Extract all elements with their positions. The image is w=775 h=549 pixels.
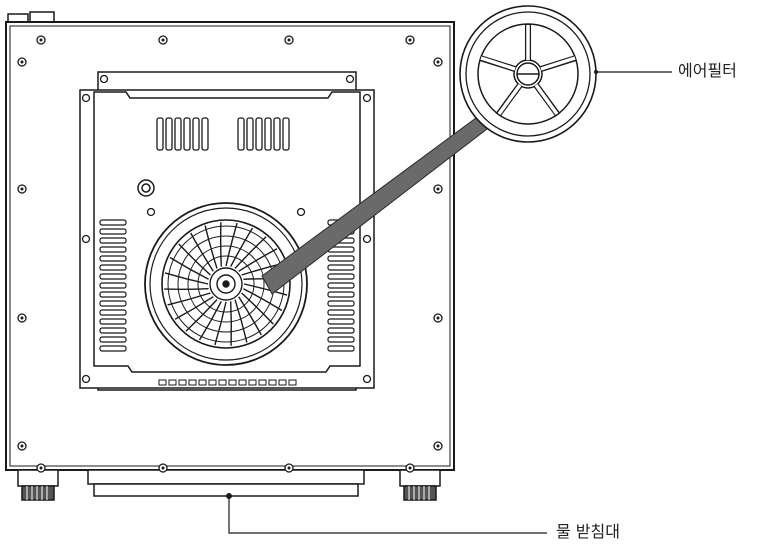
- leader-lines: [228, 71, 672, 534]
- fan-spoke: [238, 296, 262, 336]
- fan-spoke: [167, 292, 211, 306]
- panel-screws: [81, 74, 372, 384]
- fan-spoke: [243, 288, 283, 312]
- air-filter-center: [516, 62, 540, 86]
- cabinet-screw-centers: [20, 38, 440, 470]
- oven-feet: [17, 469, 441, 501]
- fan-spoke: [198, 301, 222, 341]
- left-side-vents: [99, 219, 127, 352]
- fan-hub: [216, 274, 236, 294]
- fan-spoke: [174, 296, 214, 320]
- fan-spoke: [230, 301, 233, 346]
- fan-spoke: [225, 222, 238, 267]
- fan-spoke: [164, 272, 209, 285]
- fan-spoke: [178, 243, 211, 276]
- fan-grille-spokes: [164, 222, 288, 346]
- fan-spoke: [241, 292, 274, 325]
- foot-ribs: [26, 486, 430, 500]
- fan-spoke: [214, 301, 227, 346]
- fan-spoke: [185, 299, 218, 332]
- fan-spoke: [234, 299, 248, 343]
- fan-spoke: [169, 256, 209, 280]
- fan-spoke: [219, 222, 222, 267]
- air-filter-label: 에어필터: [678, 61, 737, 80]
- fan-spoke: [234, 236, 267, 269]
- fan-spoke: [243, 283, 288, 296]
- water-tray: [87, 469, 365, 499]
- top-vent-slots: [156, 117, 290, 151]
- air-filter-spokes-inner: [480, 25, 576, 116]
- water-tray-label: 물 받침대: [556, 522, 620, 541]
- fan-spoke: [230, 227, 254, 267]
- air-filter-leader-dot: [594, 70, 598, 74]
- fan-spoke: [164, 288, 209, 291]
- fan-spoke: [204, 225, 218, 269]
- bottom-vent-row: [158, 379, 297, 386]
- fan-spoke: [190, 232, 214, 272]
- fan-spoke: [238, 248, 278, 272]
- rear-port: [137, 179, 155, 197]
